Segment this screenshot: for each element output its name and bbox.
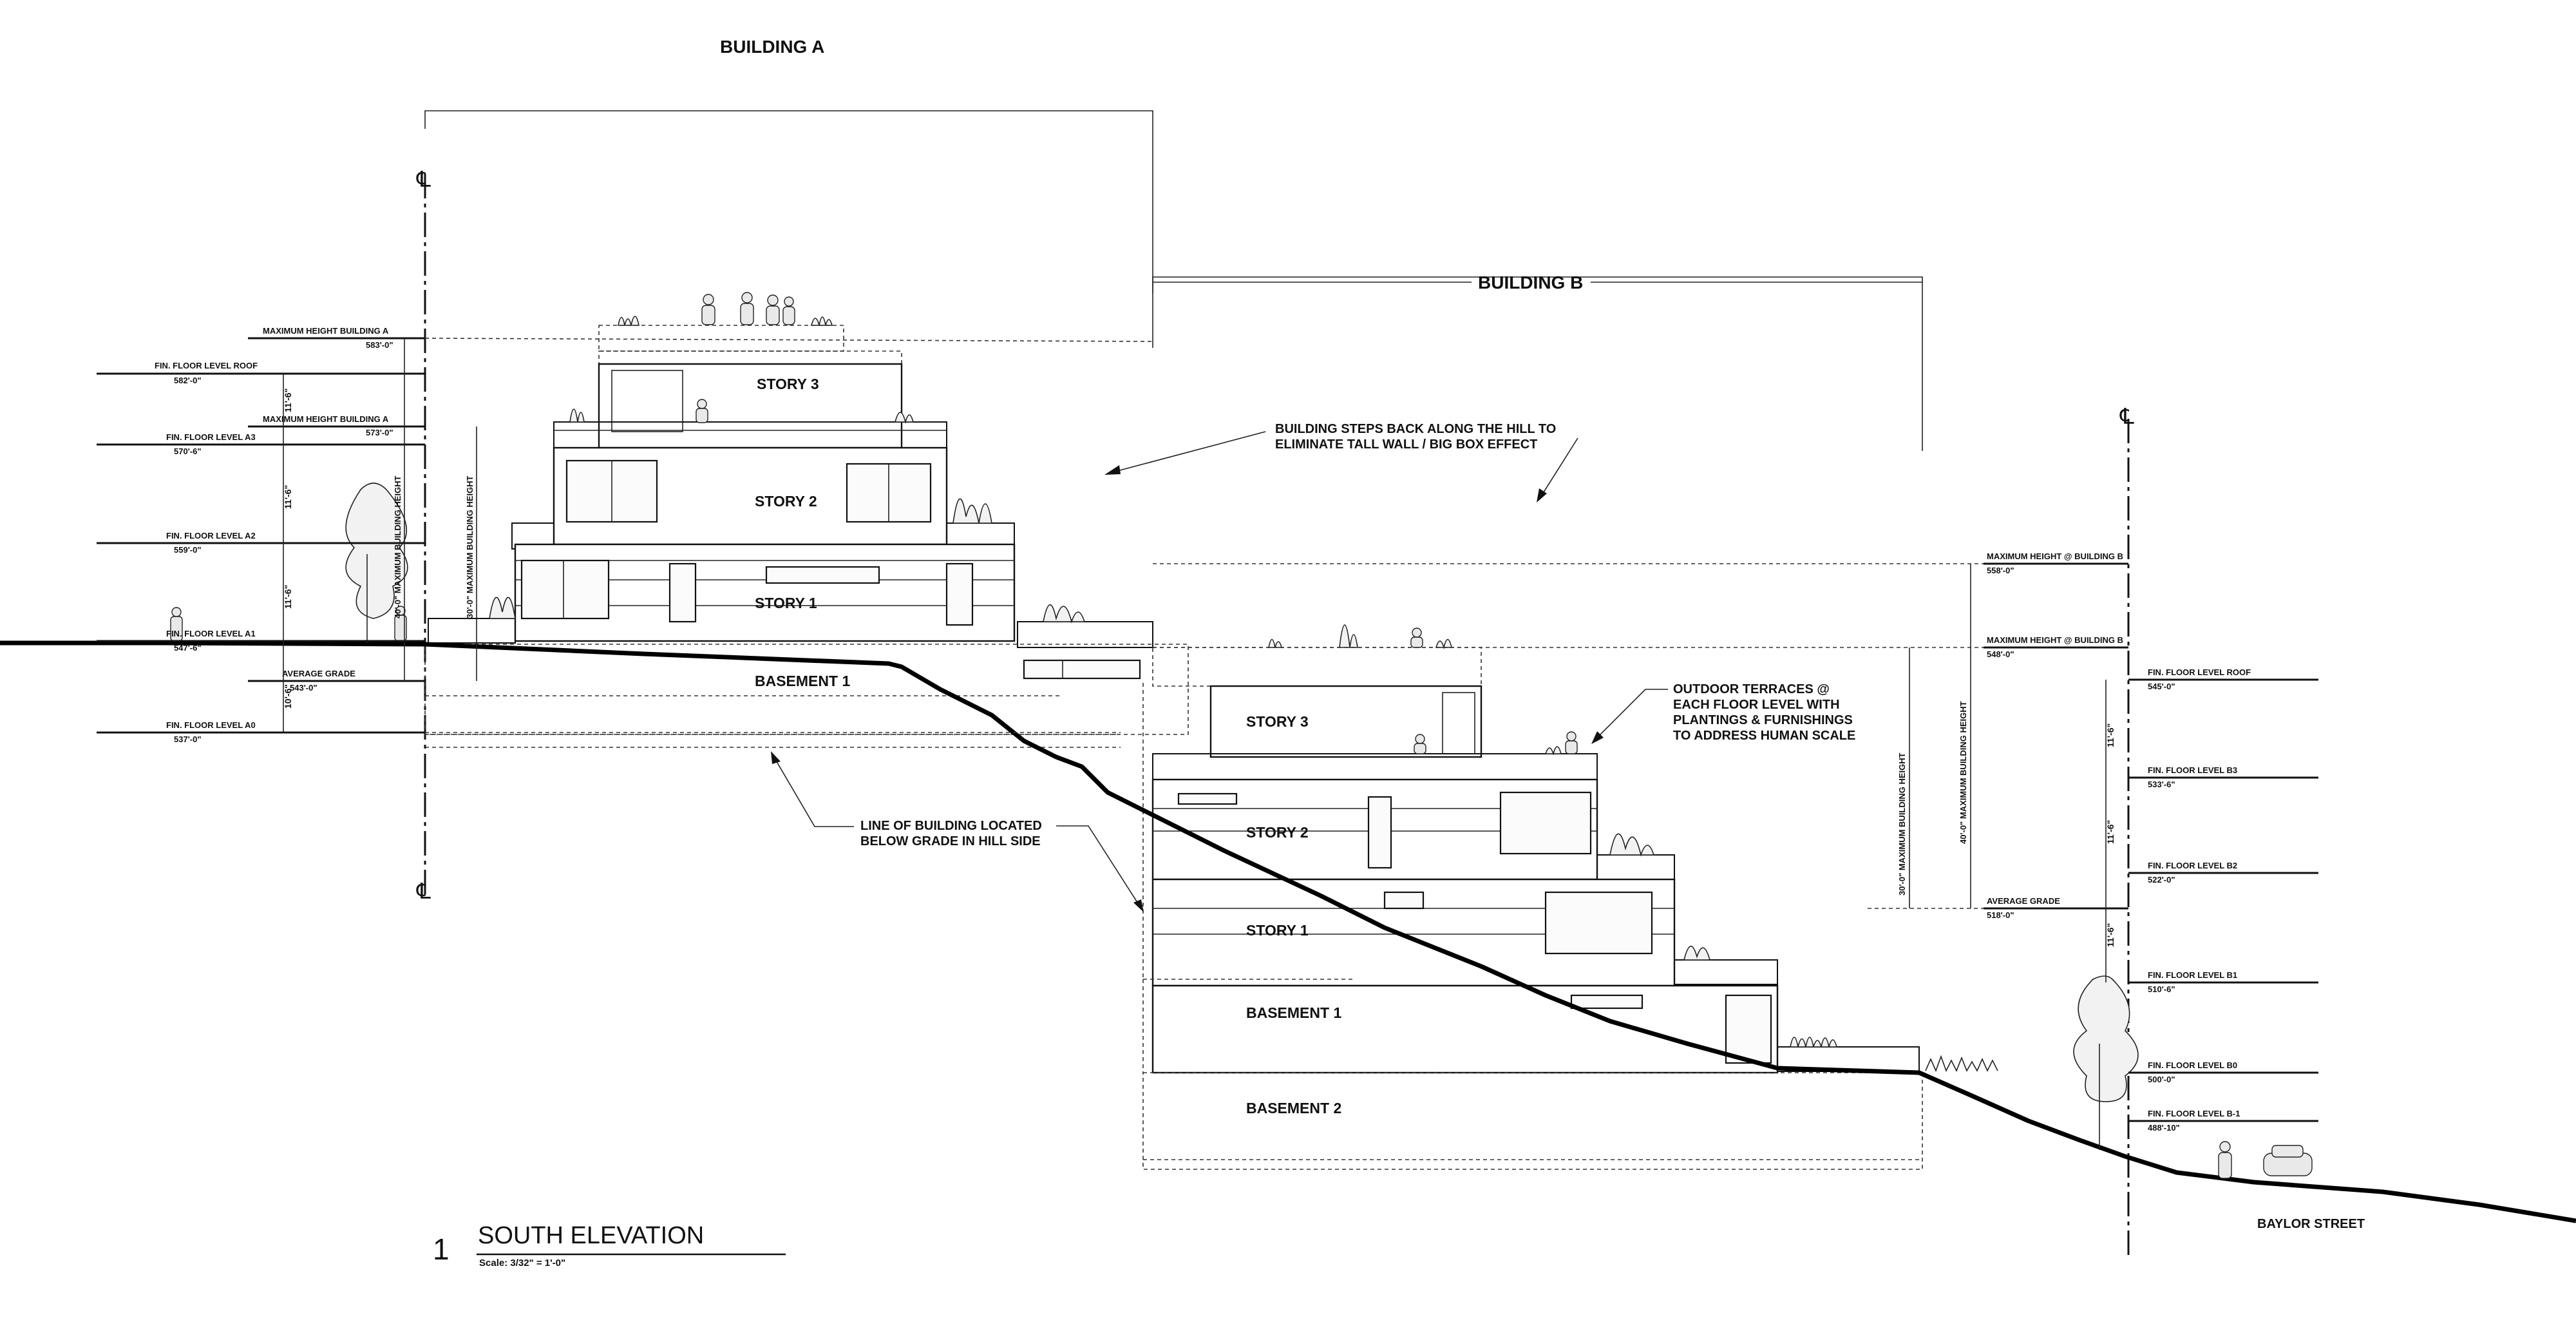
building-b: [1142, 647, 1923, 1170]
building-a-title: BUILDING A: [720, 37, 824, 57]
room-label-a-basement-1: BASEMENT 1: [755, 673, 850, 689]
note-below-grade-line-1: LINE OF BUILDING LOCATED: [860, 819, 1042, 833]
level-elev-a1: 547'-6": [174, 643, 202, 653]
level-label-b-max-height-1: MAXIMUM HEIGHT @ BUILDING B: [1987, 551, 2123, 561]
note-terraces-line-3: PLANTINGS & FURNISHINGS: [1673, 713, 1853, 727]
note-terraces-line-1: OUTDOOR TERRACES @: [1673, 682, 1830, 696]
level-label-b1: FIN. FLOOR LEVEL B1: [2148, 970, 2237, 980]
dim-a-a1-to-a0: 10'-6": [283, 684, 293, 709]
note-terraces: OUTDOOR TERRACES @ EACH FLOOR LEVEL WITH…: [1591, 682, 1855, 744]
level-elev-b-average-grade: 518'-0": [1987, 910, 2014, 920]
room-label-a-story-1: STORY 1: [755, 595, 817, 611]
level-elev-a3: 570'-6": [174, 446, 202, 456]
level-label-b0: FIN. FLOOR LEVEL B0: [2148, 1060, 2237, 1070]
level-elev-b2: 522'-0": [2148, 875, 2175, 885]
level-label-b-minus-1: FIN. FLOOR LEVEL B-1: [2148, 1109, 2240, 1118]
level-label-a-roof: FIN. FLOOR LEVEL ROOF: [155, 361, 258, 370]
level-elev-a-average-grade: 543'-0": [290, 683, 317, 693]
dim-b-b2-to-b1: 11'-6": [2105, 923, 2116, 947]
note-below-grade: LINE OF BUILDING LOCATED BELOW GRADE IN …: [771, 751, 1144, 912]
room-label-b-story-1: STORY 1: [1246, 922, 1309, 939]
level-label-b-max-height-2: MAXIMUM HEIGHT @ BUILDING B: [1987, 635, 2123, 645]
level-label-b2: FIN. FLOOR LEVEL B2: [2148, 861, 2237, 870]
level-elev-b-roof: 545'-0": [2148, 682, 2175, 691]
level-label-a2: FIN. FLOOR LEVEL A2: [166, 531, 256, 541]
note-terraces-line-4: TO ADDRESS HUMAN SCALE: [1673, 729, 1855, 743]
grade-line: [0, 640, 2576, 1223]
note-terraces-line-2: EACH FLOOR LEVEL WITH: [1673, 698, 1840, 712]
level-label-a0: FIN. FLOOR LEVEL A0: [166, 720, 256, 730]
level-label-b-roof: FIN. FLOOR LEVEL ROOF: [2148, 667, 2251, 677]
level-label-b3: FIN. FLOOR LEVEL B3: [2148, 765, 2237, 775]
building-b-level-markers: MAXIMUM HEIGHT @ BUILDING B 558'-0" MAXI…: [1153, 551, 2318, 1133]
level-label-a3: FIN. FLOOR LEVEL A3: [166, 432, 256, 442]
building-a-room-labels: STORY 3 STORY 2 STORY 1 BASEMENT 1: [755, 376, 850, 689]
dim-b-b3-to-b2: 11'-6": [2105, 820, 2116, 844]
room-label-b-basement-1: BASEMENT 1: [1246, 1004, 1341, 1021]
level-label-a-max-height-2: MAXIMUM HEIGHT BUILDING A: [263, 414, 389, 424]
plantings-and-figures: [170, 292, 2313, 1179]
level-label-a-average-grade: AVERAGE GRADE: [282, 669, 355, 678]
centerline-symbol-a-top: ℄: [416, 168, 431, 192]
level-elev-b-minus-1: 488'-10": [2148, 1123, 2180, 1133]
room-label-b-story-2: STORY 2: [1246, 824, 1309, 841]
level-label-b-average-grade: AVERAGE GRADE: [1987, 896, 2060, 906]
building-b-room-labels: STORY 3 STORY 2 STORY 1 BASEMENT 1 BASEM…: [1246, 713, 1341, 1116]
level-elev-a-max-height-2: 573'-0": [366, 428, 393, 437]
centerline-symbol-b-top: ℄: [2119, 405, 2134, 429]
dim-a-a3-to-a2: 11'-6": [283, 485, 293, 509]
room-label-a-story-3: STORY 3: [757, 376, 819, 392]
level-elev-a0: 537'-0": [174, 734, 202, 744]
vdim-b-30ft: 30'-0" MAXIMUM BUILDING HEIGHT: [1897, 752, 1907, 895]
level-elev-b-max-height-2: 548'-0": [1987, 649, 2014, 659]
street-label: BAYLOR STREET: [2257, 1217, 2365, 1231]
level-label-a1: FIN. FLOOR LEVEL A1: [166, 629, 256, 638]
level-elev-b0: 500'-0": [2148, 1075, 2175, 1084]
room-label-b-basement-2: BASEMENT 2: [1246, 1100, 1341, 1116]
level-elev-a-max-height-1: 583'-0": [366, 340, 393, 350]
sheet-title: SOUTH ELEVATION: [478, 1222, 704, 1249]
room-label-b-story-3: STORY 3: [1246, 713, 1309, 730]
note-steps-back-line-2: ELIMINATE TALL WALL / BIG BOX EFFECT: [1275, 437, 1537, 452]
room-label-a-story-2: STORY 2: [755, 493, 817, 510]
level-elev-b1: 510'-6": [2148, 984, 2175, 994]
note-below-grade-line-2: BELOW GRADE IN HILL SIDE: [860, 834, 1041, 848]
level-label-a-max-height-1: MAXIMUM HEIGHT BUILDING A: [263, 326, 389, 336]
vdim-a-40ft: 40'-0" MAXIMUM BUILDING HEIGHT: [393, 475, 402, 618]
level-elev-a-roof: 582'-0": [174, 376, 202, 385]
level-elev-b3: 533'-6": [2148, 780, 2175, 789]
level-elev-a2: 559'-0": [174, 545, 202, 555]
note-steps-back-line-1: BUILDING STEPS BACK ALONG THE HILL TO: [1275, 422, 1556, 436]
sheet-scale: Scale: 3/32" = 1'-0": [479, 1258, 565, 1269]
level-elev-b-max-height-1: 558'-0": [1987, 566, 2014, 575]
sheet-number: 1: [433, 1232, 450, 1266]
building-extent-lines: [424, 110, 1923, 451]
drawing-title-block: 1 SOUTH ELEVATION Scale: 3/32" = 1'-0": [433, 1222, 786, 1269]
building-a-level-markers: MAXIMUM HEIGHT BUILDING A 583'-0" FIN. F…: [97, 326, 1153, 744]
building-a: [424, 325, 1189, 748]
vdim-b-40ft: 40'-0" MAXIMUM BUILDING HEIGHT: [1958, 701, 1968, 844]
dim-b-roof-to-b3: 11'-6": [2105, 723, 2116, 747]
dim-a-roof-to-a3: 11'-6": [283, 388, 293, 412]
centerlines: ℄ ℄ ℄: [416, 168, 2134, 1256]
building-b-title: BUILDING B: [1478, 273, 1583, 292]
note-steps-back: BUILDING STEPS BACK ALONG THE HILL TO EL…: [1104, 422, 1578, 503]
vdim-a-30ft: 30'-0" MAXIMUM BUILDING HEIGHT: [465, 475, 475, 618]
dim-a-a2-to-a1: 11'-6": [283, 585, 293, 609]
centerline-symbol-a-bottom: ℄: [416, 879, 431, 904]
